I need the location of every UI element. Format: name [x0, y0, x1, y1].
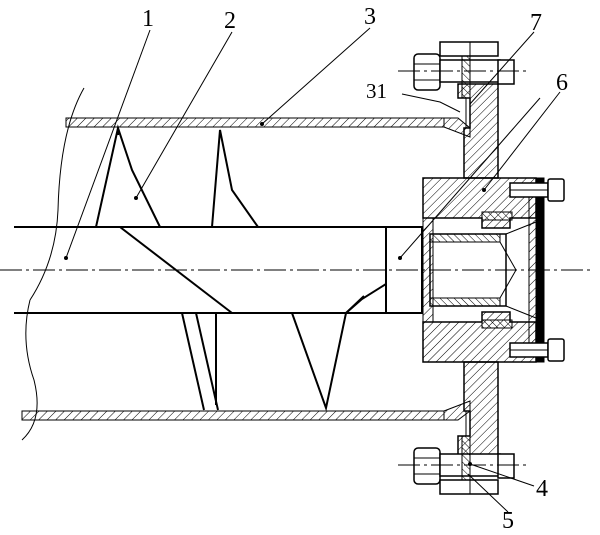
flange-bolt-bottom: [413, 411, 515, 495]
cover-bolt-bottom: [509, 338, 565, 362]
flange-bolt-top: [413, 41, 515, 128]
label-bolt: 4: [536, 476, 548, 502]
tube-wall-top: [65, 117, 471, 138]
tube-wall-bottom: [21, 400, 471, 421]
screw-blades: [95, 124, 387, 412]
label-gasket: 7: [530, 10, 542, 36]
flange-plate: [457, 83, 499, 459]
leader-dots: [64, 122, 486, 466]
break-line-bottom: [21, 299, 38, 441]
label-tube-flange: 31: [366, 79, 387, 103]
label-tube: 3: [364, 4, 376, 30]
label-nut: 5: [502, 508, 514, 534]
label-bearing-seat: 6: [556, 70, 568, 96]
label-shaft: 1: [142, 6, 154, 32]
leader-lines: [65, 27, 561, 513]
break-line-top: [29, 87, 85, 301]
cover-bolt-top: [509, 178, 565, 202]
label-blade: 2: [224, 8, 236, 34]
